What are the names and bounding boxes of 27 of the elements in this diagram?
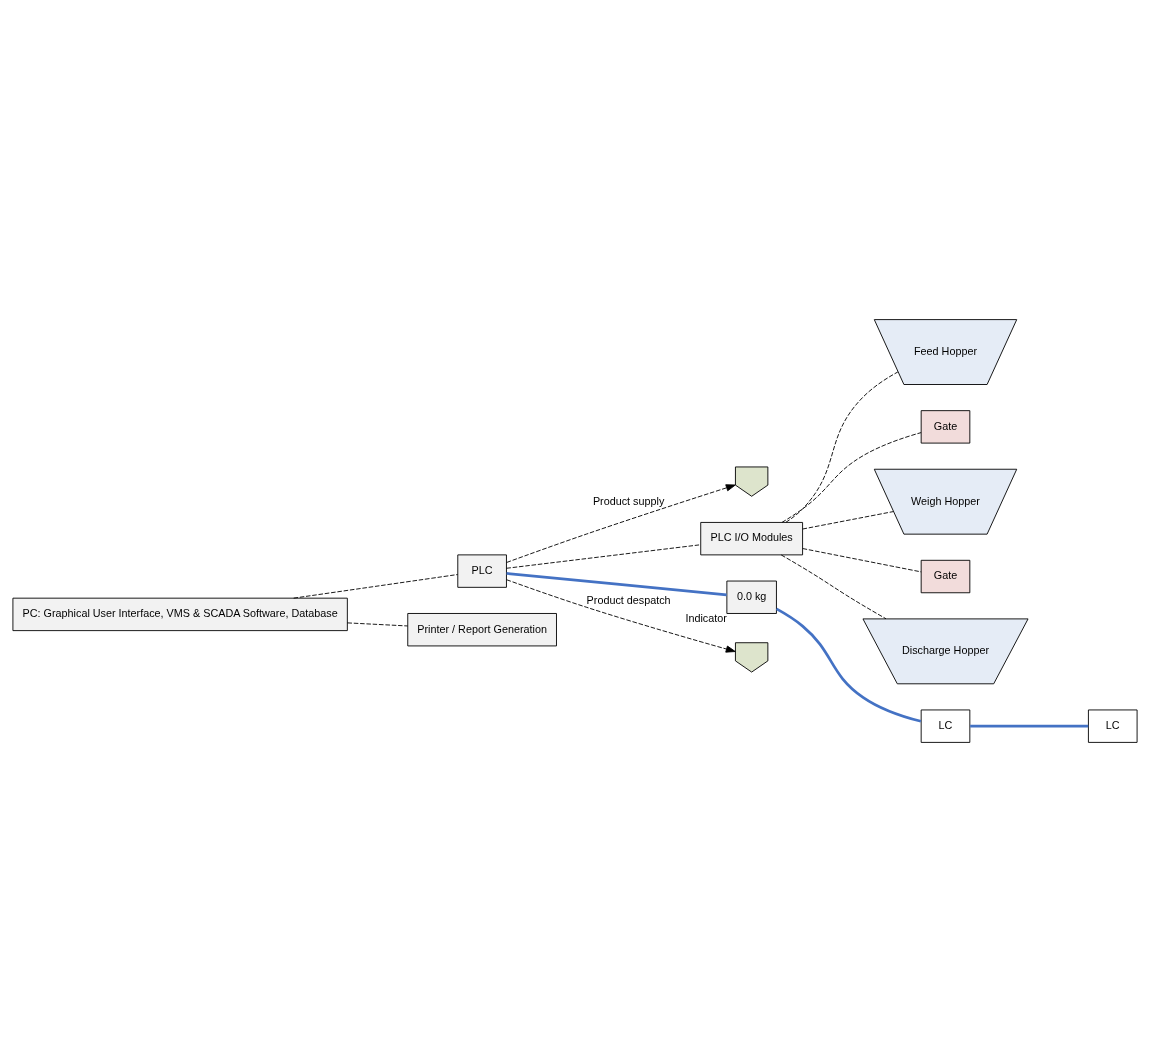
- connector: [780, 554, 887, 619]
- node-box: LC: [920, 709, 971, 743]
- connector: [346, 621, 409, 626]
- connector: [802, 510, 894, 529]
- connector: [775, 607, 922, 723]
- connector: [802, 547, 922, 572]
- connector: [970, 724, 1089, 727]
- arrow: [506, 483, 736, 563]
- node-box: 0.0 kg: [726, 580, 777, 614]
- node-box: Gate: [920, 559, 971, 593]
- node-arrow: [734, 466, 769, 497]
- node-box: PLC I/O Modules: [700, 521, 804, 555]
- node-label: Indicator: [685, 611, 727, 624]
- connector: [781, 431, 922, 523]
- edge-label: Product despatch: [586, 593, 671, 606]
- connector: [506, 571, 727, 596]
- node-arrow: [734, 641, 769, 673]
- arrow: [506, 578, 736, 653]
- edge-label: Product supply: [592, 494, 665, 507]
- node-box: PC: Graphical User Interface, VMS & SCADA Software, Database: [12, 597, 348, 631]
- connector: [506, 543, 701, 569]
- node-box: LC: [1087, 709, 1138, 743]
- connector: [785, 371, 899, 523]
- node-box: PLC: [457, 553, 507, 588]
- node-box: Printer / Report Generation: [407, 612, 557, 646]
- connector: [293, 573, 458, 599]
- node-box: Gate: [920, 409, 971, 444]
